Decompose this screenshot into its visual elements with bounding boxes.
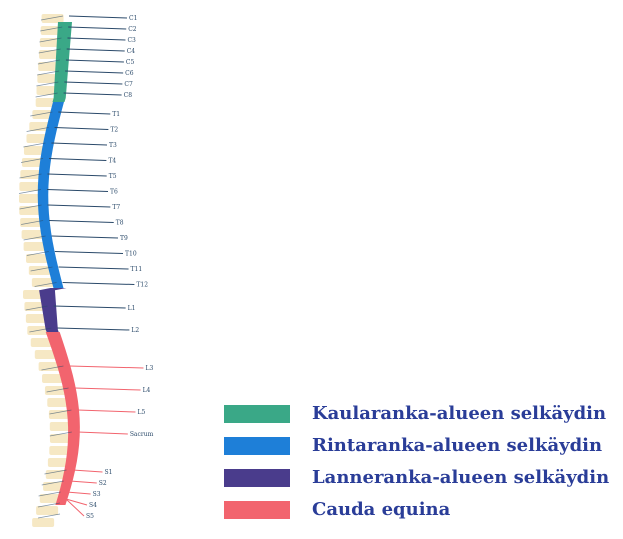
nerve-t7 bbox=[48, 205, 111, 207]
nerve-label-t7: T7 bbox=[112, 204, 120, 211]
nerve-label-c6: C6 bbox=[125, 70, 134, 77]
vertebra bbox=[24, 242, 46, 251]
nerve-c8 bbox=[64, 93, 122, 95]
nerve-s1 bbox=[73, 470, 103, 472]
nerve-c1 bbox=[69, 16, 127, 18]
nerve-label-l3: L3 bbox=[145, 365, 153, 372]
nerve-label-t11: T11 bbox=[131, 266, 143, 273]
nerve-label-c1: C1 bbox=[129, 15, 137, 22]
nerve-l2 bbox=[57, 328, 129, 330]
nerve-t8 bbox=[49, 221, 114, 223]
nerve-t4 bbox=[49, 159, 106, 161]
vertebra bbox=[36, 506, 58, 515]
legend-label-lumbar: Lanneranka-alueen selkäydin bbox=[312, 466, 609, 490]
cord-segment-lumbar bbox=[39, 288, 66, 332]
nerve-label-c4: C4 bbox=[127, 48, 136, 55]
nerve-label-t8: T8 bbox=[116, 220, 124, 227]
nerve-label-c2: C2 bbox=[128, 26, 137, 33]
nerve-t11 bbox=[59, 267, 129, 269]
legend-label-cervical: Kaularanka-alueen selkäydin bbox=[312, 402, 606, 426]
legend-item-cauda: Cauda equina bbox=[224, 498, 620, 522]
nerve-c3 bbox=[67, 38, 125, 40]
nerve-label-l1: L1 bbox=[128, 305, 136, 312]
legend-item-thoracic: Rintaranka-alueen selkäydin bbox=[224, 434, 620, 458]
nerve-label-c5: C5 bbox=[126, 59, 135, 66]
legend-label-cauda: Cauda equina bbox=[312, 498, 450, 522]
nerve-l5 bbox=[77, 410, 135, 412]
legend-swatch-thoracic bbox=[224, 437, 290, 455]
nerve-c2 bbox=[68, 27, 126, 29]
nerve-label-t1: T1 bbox=[112, 111, 120, 118]
legend-swatch-cauda bbox=[224, 501, 290, 519]
nerve-sacrum bbox=[78, 432, 128, 434]
vertebra bbox=[32, 518, 54, 527]
legend-item-cervical: Kaularanka-alueen selkäydin bbox=[224, 402, 620, 426]
nerve-label-l4: L4 bbox=[143, 387, 151, 394]
nerve-t5 bbox=[47, 174, 106, 176]
nerve-label-s1: S1 bbox=[105, 469, 113, 476]
nerve-label-t6: T6 bbox=[110, 189, 118, 196]
vertebra bbox=[42, 14, 64, 23]
vertebra bbox=[19, 194, 41, 203]
nerve-label-t5: T5 bbox=[109, 173, 117, 180]
nerve-label-l2: L2 bbox=[131, 327, 139, 334]
nerve-t6 bbox=[47, 190, 108, 192]
nerve-label-t9: T9 bbox=[120, 235, 128, 242]
legend-item-lumbar: Lanneranka-alueen selkäydin bbox=[224, 466, 620, 490]
nerve-t10 bbox=[55, 252, 123, 254]
nerve-label-sacrum: Sacrum bbox=[130, 431, 154, 438]
nerve-l4 bbox=[75, 388, 141, 390]
nerve-t3 bbox=[51, 143, 107, 145]
legend-swatch-lumbar bbox=[224, 469, 290, 487]
nerve-label-s5: S5 bbox=[86, 513, 94, 520]
nerve-t9 bbox=[52, 236, 118, 238]
nerve-label-c8: C8 bbox=[124, 92, 133, 99]
nerve-label-s4: S4 bbox=[89, 502, 97, 509]
nerve-c6 bbox=[65, 71, 123, 73]
nerve-label-t12: T12 bbox=[136, 282, 148, 289]
nerve-l3 bbox=[69, 366, 143, 368]
nerve-t2 bbox=[55, 128, 109, 130]
nerve-c5 bbox=[66, 60, 124, 62]
nerve-label-c7: C7 bbox=[124, 81, 133, 88]
legend-swatch-cervical bbox=[224, 405, 290, 423]
nerve-label-s2: S2 bbox=[99, 480, 107, 487]
nerve-s3 bbox=[67, 492, 91, 494]
nerve-t1 bbox=[58, 112, 110, 114]
nerve-label-c3: C3 bbox=[127, 37, 136, 44]
nerve-t12 bbox=[63, 283, 135, 285]
nerve-label-s3: S3 bbox=[93, 491, 101, 498]
nerve-c4 bbox=[67, 49, 125, 51]
nerve-c7 bbox=[64, 82, 122, 84]
nerve-label-t2: T2 bbox=[110, 127, 118, 134]
legend-label-thoracic: Rintaranka-alueen selkäydin bbox=[312, 434, 602, 458]
vertebra bbox=[32, 278, 54, 287]
nerve-l1 bbox=[54, 306, 126, 308]
nerve-label-t10: T10 bbox=[125, 251, 137, 258]
nerve-s2 bbox=[70, 481, 97, 483]
nerve-label-t4: T4 bbox=[108, 158, 116, 165]
vertebra bbox=[22, 230, 44, 239]
nerve-label-l5: L5 bbox=[137, 409, 145, 416]
nerve-label-t3: T3 bbox=[109, 142, 117, 149]
